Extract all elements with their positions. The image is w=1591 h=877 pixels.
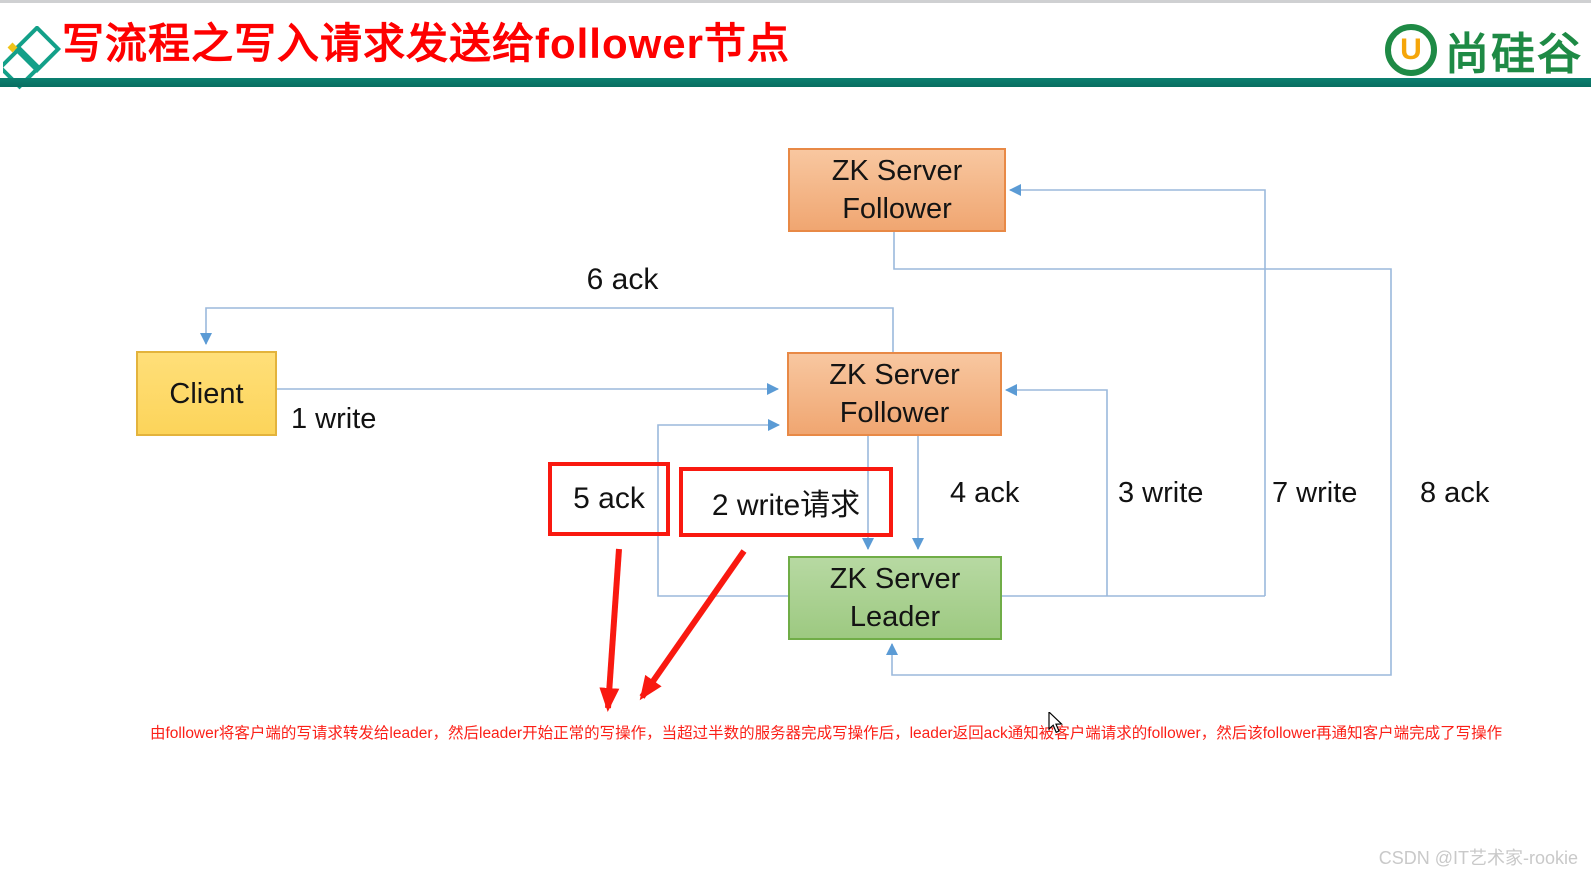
label-2-write: 2 write请求 bbox=[711, 489, 861, 522]
flow-explanation-text: 由follower将客户端的写请求转发给leader，然后leader开始正常的… bbox=[150, 725, 1503, 742]
node-label-line1: ZK Server bbox=[829, 563, 961, 595]
label-1-write: 1 write bbox=[291, 403, 377, 435]
node-label-line2: Follower bbox=[842, 193, 952, 225]
red-annotation-arrow-left bbox=[599, 548, 622, 712]
arrow-7-write bbox=[1009, 184, 1266, 596]
brand-logo: U 尚硅谷 bbox=[1385, 18, 1583, 82]
node-label-line2: Leader bbox=[849, 601, 941, 633]
brand-u-icon: U bbox=[1385, 24, 1437, 76]
arrow-6-ack bbox=[200, 307, 894, 352]
zk-server-follower-top-node: ZK Server Follower bbox=[788, 148, 1006, 232]
node-label: Client bbox=[169, 377, 244, 410]
window-top-border bbox=[0, 0, 1591, 3]
label-3-write: 3 write bbox=[1118, 477, 1204, 509]
arrow-8-ack bbox=[886, 228, 1392, 676]
node-label-line1: ZK Server bbox=[831, 155, 963, 187]
red-annotation-arrow-right bbox=[639, 549, 747, 701]
zk-server-follower-mid-node: ZK Server Follower bbox=[787, 352, 1002, 436]
slide-title: 写流程之写入请求发送给follower节点 bbox=[62, 20, 791, 67]
diamond-logo-icon bbox=[0, 24, 65, 97]
label-5-ack: 5 ack bbox=[573, 482, 645, 515]
zk-server-leader-node: ZK Server Leader bbox=[788, 556, 1002, 640]
highlight-box-5-ack: 5 ack bbox=[548, 462, 670, 536]
node-label-line2: Follower bbox=[839, 397, 950, 429]
label-6-ack: 6 ack bbox=[586, 263, 659, 296]
highlight-box-2-write: 2 write请求 bbox=[679, 467, 893, 537]
header-divider bbox=[0, 78, 1591, 87]
label-8-ack: 8 ack bbox=[1420, 477, 1490, 509]
node-label-line1: ZK Server bbox=[829, 359, 960, 391]
mouse-cursor-icon bbox=[1048, 710, 1064, 739]
csdn-watermark: CSDN @IT艺术家-rookie bbox=[1378, 848, 1578, 868]
client-node: Client bbox=[136, 351, 277, 436]
arrow-3-write bbox=[1005, 384, 1108, 596]
brand-name: 尚硅谷 bbox=[1445, 30, 1583, 79]
arrow-5-ack bbox=[657, 419, 788, 597]
label-4-ack: 4 ack bbox=[950, 477, 1020, 509]
label-7-write: 7 write bbox=[1272, 477, 1358, 509]
